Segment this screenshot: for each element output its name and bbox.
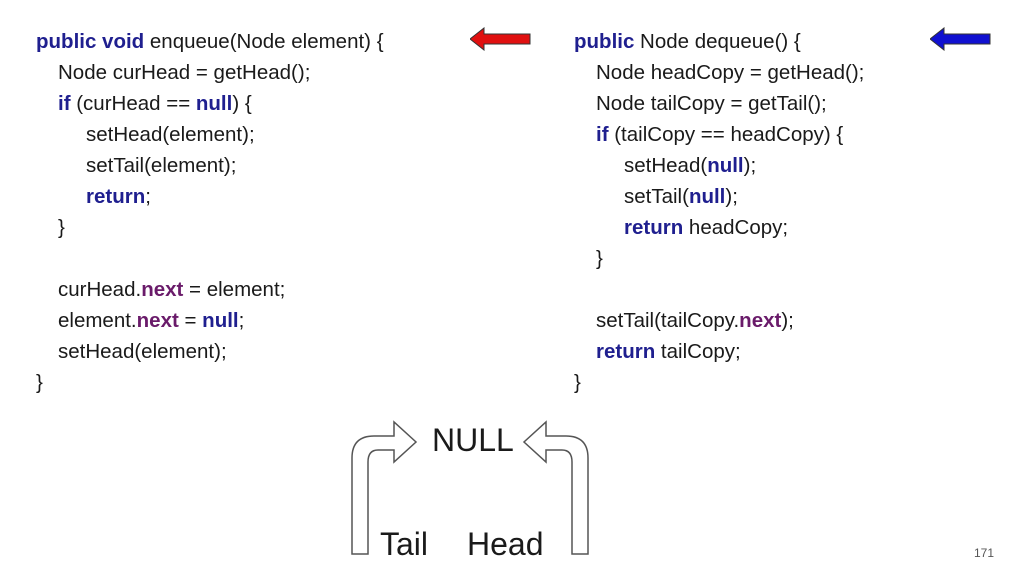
code-line: if (curHead == null) { [36, 88, 486, 119]
field-token: next [136, 309, 179, 332]
code-line: Node headCopy = getHead(); [574, 57, 1004, 88]
code-token: ; [145, 185, 151, 208]
code-token: (tailCopy == headCopy) { [608, 123, 844, 146]
code-line: setTail(tailCopy.next); [574, 305, 1004, 336]
code-line: } [574, 243, 1004, 274]
code-token: } [58, 216, 65, 239]
red-left-arrow-icon [470, 27, 531, 51]
keyword-token: return [596, 340, 656, 363]
code-line: return tailCopy; [574, 336, 1004, 367]
code-token: enqueue(Node element) { [144, 30, 384, 53]
code-token: (curHead == [70, 92, 196, 115]
keyword-token: return [624, 216, 684, 239]
keyword-token: public void [36, 30, 145, 53]
code-line: Node tailCopy = getTail(); [574, 88, 1004, 119]
code-token: setHead(element); [86, 123, 255, 146]
code-line: return headCopy; [574, 212, 1004, 243]
code-token: setTail(element); [86, 154, 237, 177]
code-token: setTail( [624, 185, 689, 208]
tail-curved-arrow-icon [351, 420, 418, 555]
keyword-token: if [596, 123, 609, 146]
code-line: setTail(null); [574, 181, 1004, 212]
dequeue-code-block: public Node dequeue() { Node headCopy = g… [574, 26, 1004, 398]
code-token: ) { [232, 92, 252, 115]
code-line: setHead(element); [36, 119, 486, 150]
keyword-token: null [195, 92, 233, 115]
code-token: setHead(element); [58, 340, 227, 363]
code-line [36, 243, 486, 274]
code-token: Node headCopy = getHead(); [596, 61, 865, 84]
code-line: public Node dequeue() { [574, 26, 1004, 57]
code-token: } [574, 371, 581, 394]
keyword-token: return [86, 185, 146, 208]
code-token: ; [238, 309, 245, 332]
null-label: NULL [432, 422, 514, 458]
code-line [574, 274, 1004, 305]
code-line: setTail(element); [36, 150, 486, 181]
code-token: = element; [183, 278, 286, 301]
code-line: public void enqueue(Node element) { [36, 26, 486, 57]
code-token: ); [743, 154, 757, 177]
tail-label: Tail [380, 526, 429, 562]
code-token: } [596, 247, 603, 270]
head-curved-arrow-icon [522, 420, 589, 555]
code-line: setHead(element); [36, 336, 486, 367]
code-token: curHead. [58, 278, 142, 301]
code-line: Node curHead = getHead(); [36, 57, 486, 88]
code-line: curHead.next = element; [36, 274, 486, 305]
code-line: return; [36, 181, 486, 212]
keyword-token: public [574, 30, 635, 53]
code-line: setHead(null); [574, 150, 1004, 181]
code-line: } [36, 212, 486, 243]
enqueue-code-block: public void enqueue(Node element) { Node … [36, 26, 486, 398]
code-token: Node dequeue() { [634, 30, 801, 53]
page-number: 171 [973, 546, 994, 560]
field-token: next [739, 309, 782, 332]
code-line: if (tailCopy == headCopy) { [574, 119, 1004, 150]
code-token: headCopy; [683, 216, 789, 239]
keyword-token: null [707, 154, 744, 177]
keyword-token: if [58, 92, 71, 115]
code-token: ); [781, 309, 794, 332]
code-line: element.next = null; [36, 305, 486, 336]
code-line: } [36, 367, 486, 398]
keyword-token: null [688, 185, 726, 208]
code-token: setHead( [624, 154, 708, 177]
code-line: } [574, 367, 1004, 398]
code-token: } [36, 371, 43, 394]
code-token: Node tailCopy = getTail(); [596, 92, 827, 115]
keyword-token: null [202, 309, 239, 332]
code-token: tailCopy; [655, 340, 741, 363]
code-token: setTail(tailCopy. [596, 309, 740, 332]
field-token: next [141, 278, 184, 301]
code-token: = [178, 309, 203, 332]
blue-left-arrow-icon [930, 27, 991, 51]
code-token: element. [58, 309, 137, 332]
head-label: Head [467, 526, 544, 562]
code-token: Node curHead = getHead(); [58, 61, 311, 84]
code-token: ); [725, 185, 738, 208]
